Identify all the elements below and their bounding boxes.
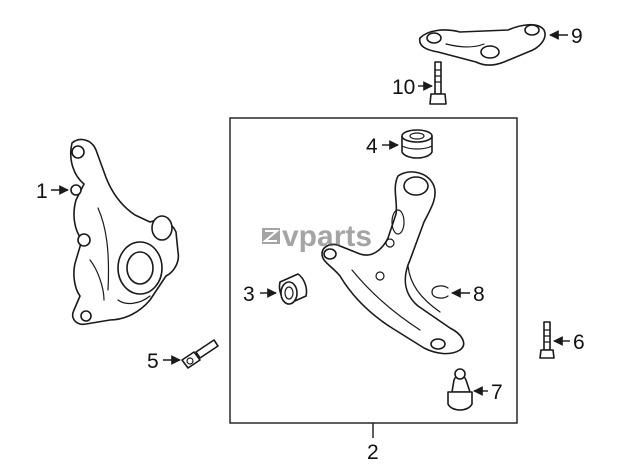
watermark: vparts — [262, 220, 372, 253]
bolt-part — [181, 339, 219, 369]
long-bolt-part — [429, 61, 447, 105]
vertical-bolt-part — [539, 321, 555, 359]
bracket-part — [418, 23, 546, 66]
callout-5: 5 — [147, 350, 159, 373]
ball-joint-part — [447, 368, 473, 411]
watermark-text: vparts — [282, 220, 372, 253]
watermark-logo-icon — [262, 228, 280, 244]
bushing-part — [278, 273, 308, 305]
callout-7: 7 — [491, 381, 503, 404]
callout-9: 9 — [571, 25, 583, 48]
callout-2: 2 — [367, 441, 379, 464]
snap-ring-part — [431, 285, 449, 299]
rear-bushing-part — [401, 129, 433, 159]
callout-8: 8 — [473, 283, 485, 306]
callout-4: 4 — [366, 135, 378, 158]
lower-control-arm-part — [321, 171, 465, 355]
callout-3: 3 — [243, 283, 255, 306]
callout-10: 10 — [392, 76, 415, 99]
callout-6: 6 — [573, 331, 585, 354]
steering-knuckle-part — [69, 138, 180, 326]
callout-1: 1 — [36, 180, 48, 203]
